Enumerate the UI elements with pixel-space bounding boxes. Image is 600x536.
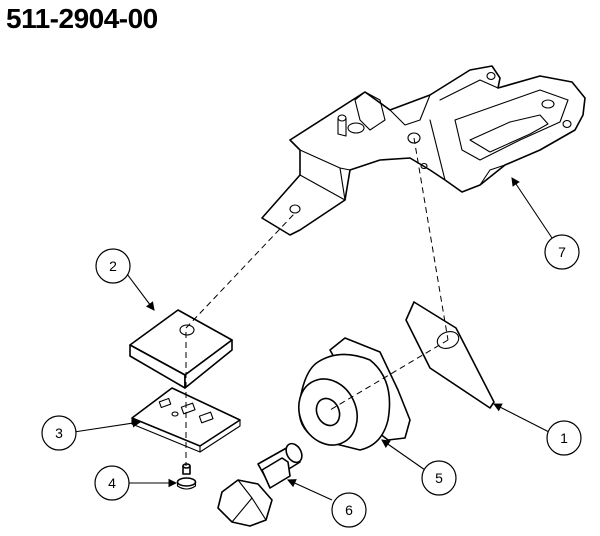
- assembly-lines: [185, 137, 449, 466]
- part-1-tab-plate: [405, 301, 495, 409]
- callout-3: 3: [41, 415, 77, 451]
- callout-2-label: 2: [109, 258, 117, 274]
- callout-6: 6: [331, 492, 367, 528]
- callout-3-label: 3: [55, 425, 63, 441]
- callout-1-label: 1: [560, 430, 568, 446]
- part-7-bracket: [261, 65, 586, 236]
- part-4-screw: [176, 463, 197, 490]
- callout-4: 4: [94, 465, 130, 501]
- callout-5: 5: [421, 460, 457, 496]
- callout-2: 2: [95, 248, 131, 284]
- callout-1: 1: [546, 420, 582, 456]
- part-6-bolt: [217, 442, 303, 527]
- callout-4-label: 4: [108, 475, 116, 491]
- diagram-title: 511-2904-00: [6, 3, 158, 34]
- callout-7: 7: [544, 234, 580, 270]
- part-2-plate: [129, 309, 233, 389]
- callout-6-label: 6: [345, 502, 353, 518]
- callout-7-label: 7: [558, 244, 566, 260]
- part-5-bumper: [298, 337, 411, 451]
- callout-leaders: [73, 177, 557, 501]
- callout-5-label: 5: [435, 470, 443, 486]
